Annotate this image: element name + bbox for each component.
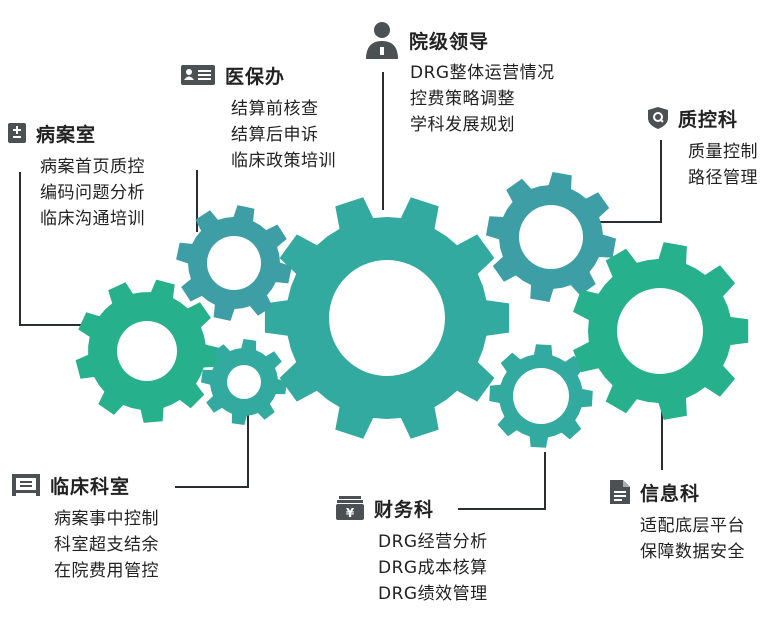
department-title: 临床科室 <box>50 475 131 498</box>
connector-bingan <box>19 172 85 326</box>
plus-minus-icon <box>8 123 26 143</box>
duty-item: 学科发展规划 <box>410 115 515 135</box>
department-bingan: 病案室 病案首页质控 编码问题分析 临床沟通培训 <box>8 118 145 232</box>
duty-item: DRG整体运营情况 <box>410 63 555 83</box>
svg-text:¥: ¥ <box>346 506 355 520</box>
duty-item: 结算后申诉 <box>231 125 319 145</box>
duty-item: 病案首页质控 <box>40 157 145 177</box>
duty-item: 临床政策培训 <box>231 151 336 171</box>
department-title: 质控科 <box>678 108 739 131</box>
duty-item: 控费策略调整 <box>410 89 515 109</box>
id-card-icon <box>181 65 215 85</box>
duty-item: DRG绩效管理 <box>378 584 488 604</box>
department-title: 财务科 <box>374 498 435 521</box>
duty-item: 适配底层平台 <box>640 516 745 536</box>
department-linchuang: 临床科室 病案事中控制 科室超支结余 在院费用管控 <box>12 470 159 584</box>
department-xinxi: 信息科 适配底层平台 保障数据安全 <box>610 477 745 565</box>
department-caiwu: ¥ 财务科 DRG经营分析 DRG成本核算 DRG绩效管理 <box>336 493 488 607</box>
gear-left-upper <box>176 205 292 321</box>
department-title: 院级领导 <box>409 30 490 53</box>
gear-left-green <box>75 279 219 423</box>
department-title: 病案室 <box>36 123 97 146</box>
duty-item: 临床沟通培训 <box>40 209 145 229</box>
duty-item: 结算前核查 <box>231 99 319 119</box>
gear-right-lower <box>489 344 593 448</box>
department-title: 信息科 <box>640 482 701 505</box>
duty-item: DRG经营分析 <box>378 532 488 552</box>
department-yuanji: 院级领导 DRG整体运营情况 控费策略调整 学科发展规划 <box>365 20 555 138</box>
duty-item: 科室超支结余 <box>54 535 159 555</box>
department-title: 医保办 <box>225 65 286 88</box>
user-tie-icon <box>365 21 399 59</box>
gear-right-green <box>573 242 749 420</box>
department-yibao: 医保办 结算前核查 结算后申诉 临床政策培训 <box>181 60 336 174</box>
connector-zhikong <box>600 140 662 223</box>
duty-item: 在院费用管控 <box>54 561 159 581</box>
duty-item: 编码问题分析 <box>40 183 145 203</box>
hospital-bed-icon <box>12 474 40 496</box>
gear-center <box>264 197 510 439</box>
gear-left-lower <box>201 339 287 425</box>
duty-item: 路径管理 <box>688 168 758 188</box>
department-zhikong: 质控科 质量控制 路径管理 <box>648 103 758 191</box>
document-icon <box>610 480 630 504</box>
duty-item: 保障数据安全 <box>640 542 745 562</box>
connector-caiwu <box>458 452 546 510</box>
duty-item: 病案事中控制 <box>54 509 159 529</box>
connector-linchuang <box>175 415 249 488</box>
duty-item: 质量控制 <box>688 142 758 162</box>
yuan-cash-icon: ¥ <box>336 496 364 520</box>
gear-right-upper <box>486 172 616 302</box>
shield-q-icon <box>648 107 668 129</box>
duty-item: DRG成本核算 <box>378 558 488 578</box>
